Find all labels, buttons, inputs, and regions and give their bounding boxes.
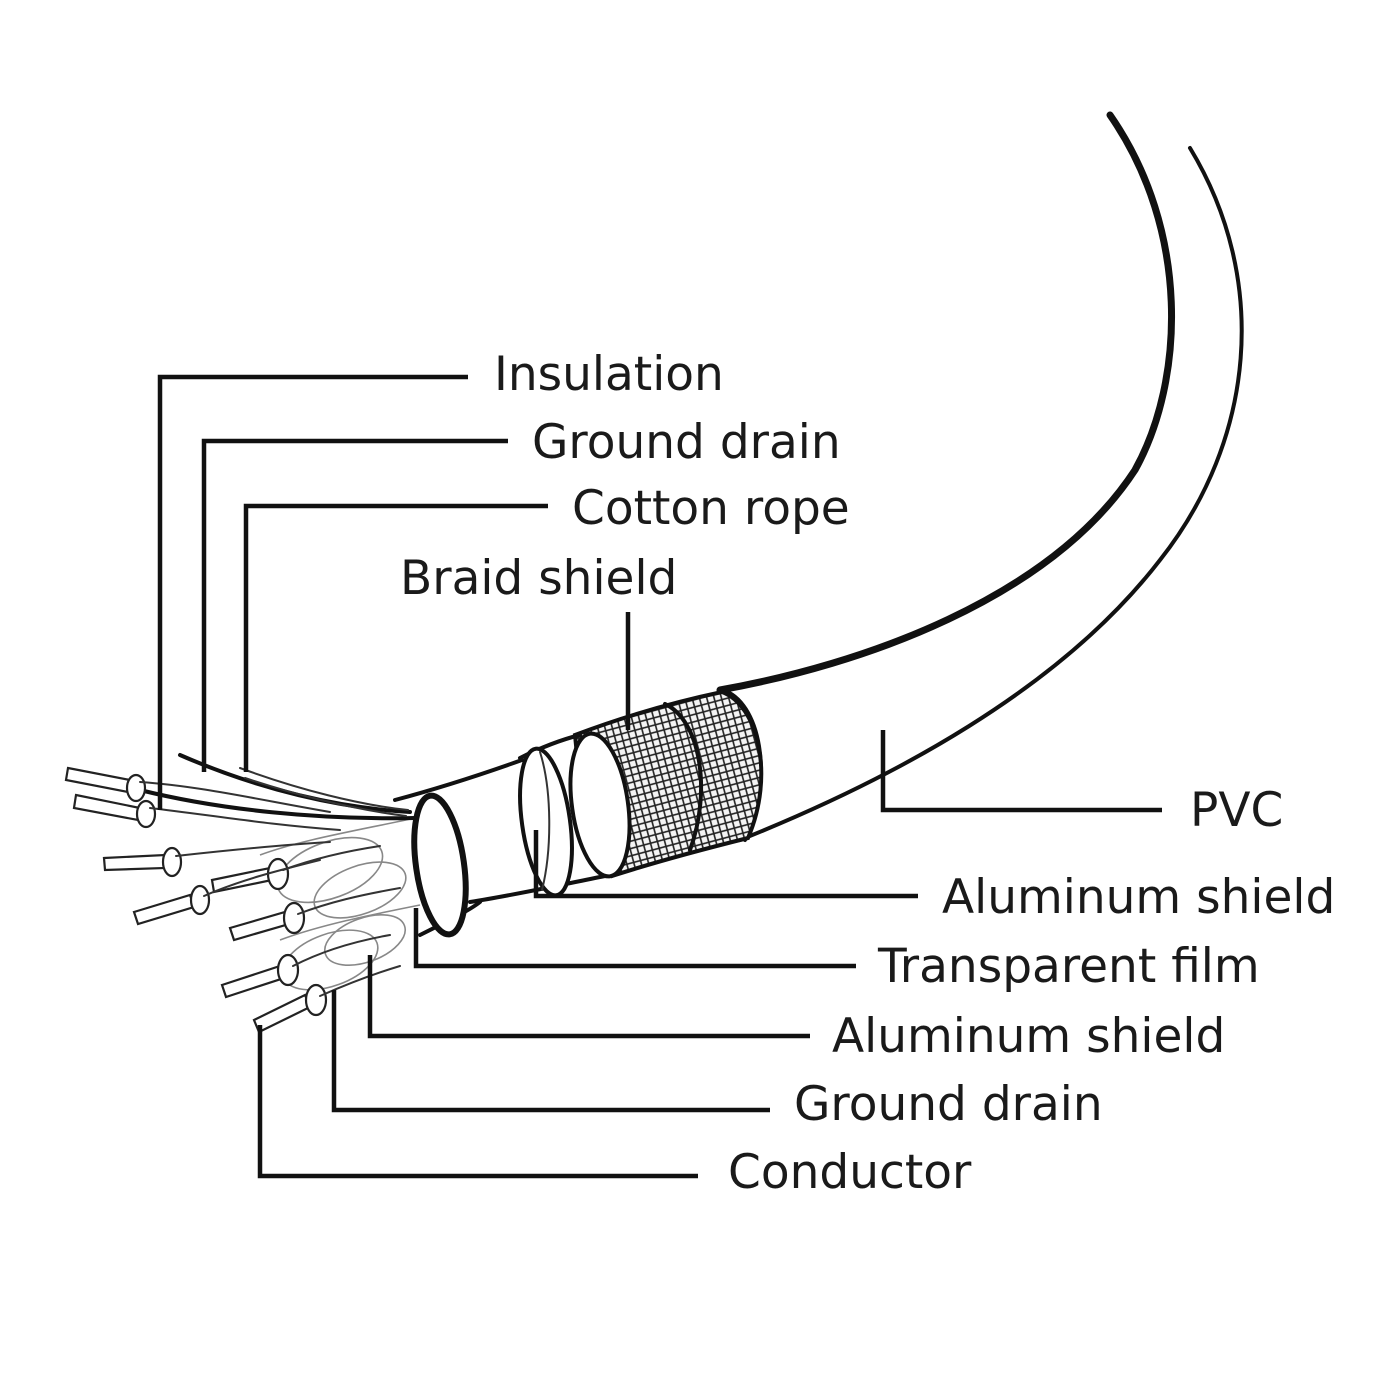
label-transparent-film: Transparent film	[877, 939, 1260, 994]
leader-transparent-film	[413, 908, 856, 969]
leader-aluminum-shield-outer	[533, 830, 918, 899]
label-ground-drain-top: Ground drain	[532, 415, 841, 470]
label-insulation: Insulation	[494, 347, 724, 402]
label-pvc: PVC	[1190, 783, 1283, 838]
leader-ground-drain-top	[201, 438, 508, 772]
inner-pairs	[259, 817, 421, 991]
braid-shield-band	[568, 689, 764, 879]
pvc-jacket	[716, 111, 1244, 842]
labels: Insulation Ground drain Cotton rope Brai…	[400, 347, 1335, 1200]
leader-insulation	[157, 374, 468, 810]
leader-conductor	[257, 1025, 698, 1179]
label-conductor: Conductor	[728, 1145, 972, 1200]
label-braid-shield: Braid shield	[400, 551, 677, 606]
label-cotton-rope: Cotton rope	[572, 481, 850, 536]
top-wires	[138, 753, 417, 821]
leader-lines	[157, 374, 1162, 1179]
transparent-film-section	[393, 758, 524, 938]
label-ground-drain-bottom: Ground drain	[794, 1077, 1103, 1132]
conductor-ends	[64, 766, 328, 1034]
label-aluminum-shield-inner: Aluminum shield	[832, 1009, 1225, 1064]
leader-aluminum-shield-inner	[367, 955, 810, 1039]
leader-ground-drain-bottom	[331, 990, 770, 1113]
label-aluminum-shield-outer: Aluminum shield	[942, 870, 1335, 925]
leader-pvc	[880, 730, 1162, 813]
leader-cotton-rope	[243, 503, 548, 772]
